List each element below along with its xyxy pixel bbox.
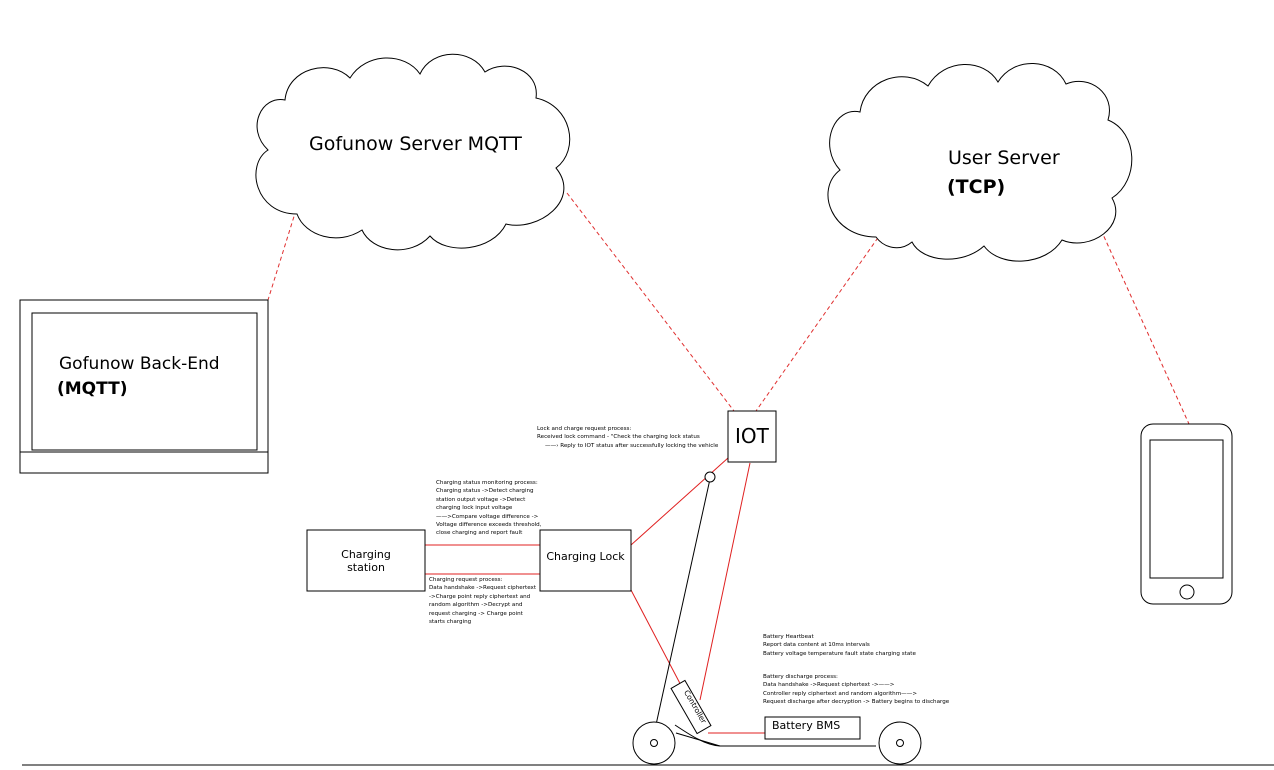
charging-lock-box [539, 529, 632, 592]
scooter-rear-hub [896, 739, 904, 747]
cloud-gofunow-server [255, 53, 571, 251]
charging-lock-label: Charging Lock [546, 550, 625, 563]
note-lock-request-line: ——› Reply to IOT status after successful… [545, 442, 719, 449]
note-battery-discharge-line: Controller reply ciphertext and random a… [763, 690, 918, 697]
charging-station-label: Charging station [307, 548, 425, 574]
note-battery-heartbeat: Battery Heartbeat Report data content at… [763, 633, 916, 658]
phone-device [1140, 423, 1233, 605]
note-battery-discharge-line: Request discharge after decryption -> Ba… [763, 699, 950, 706]
note-battery-discharge-line: Data handshake ->Request ciphertext ->——… [763, 682, 895, 689]
laptop-screen [31, 312, 258, 451]
cloud-user-server [827, 63, 1133, 262]
scooter-stem [651, 478, 711, 744]
controller-box [670, 679, 712, 735]
iot-label: IOT [735, 424, 769, 448]
note-charging-monitor-line: ——>Compare voltage difference -> [436, 513, 539, 520]
note-charging-monitor-title: Charging status monitoring process: [436, 480, 538, 486]
phone-home-button [1179, 584, 1195, 600]
note-battery-heartbeat-line: Battery voltage temperature fault state … [763, 650, 916, 657]
charging-station-label-line1: Charging [341, 548, 391, 561]
note-charging-request-title: Charging request process: [429, 577, 503, 583]
note-battery-heartbeat-title: Battery Heartbeat [763, 634, 814, 640]
note-charging-monitor-line: Voltage difference exceeds threshold, [436, 522, 542, 529]
wire-lock-iot [630, 457, 729, 546]
charging-station-box [306, 529, 426, 592]
note-charging-request: Charging request process: Data handshake… [429, 576, 536, 626]
note-charging-request-line: starts charging [429, 619, 472, 626]
iot-box [727, 410, 777, 463]
phone-screen [1149, 439, 1224, 579]
link-gofunow-backend [267, 209, 297, 301]
scooter-front-hub [650, 739, 658, 747]
note-charging-monitor-line: close charging and report fault [436, 530, 523, 537]
scooter [632, 471, 922, 765]
scooter-handlebar [704, 471, 716, 483]
user-server-label: User Server [948, 147, 1060, 169]
backend-protocol: (MQTT) [57, 379, 128, 399]
note-charging-request-line: Data handshake ->Request ciphertext [429, 585, 537, 592]
note-battery-heartbeat-line: Report data content at 10ms intervals [763, 642, 870, 649]
note-battery-discharge: Battery discharge process: Data handshak… [763, 673, 949, 707]
scooter-deck-bottom [675, 732, 721, 747]
note-lock-request: Lock and charge request process: Receive… [537, 425, 718, 450]
note-charging-monitor-line: Charging status ->Detect charging [436, 488, 534, 495]
note-battery-discharge-title: Battery discharge process: [763, 674, 838, 680]
note-charging-monitor-line: station output voltage ->Detect [436, 496, 526, 503]
gofunow-server-label: Gofunow Server MQTT [309, 133, 522, 155]
network-links [267, 192, 1190, 425]
backend-label: Gofunow Back-End [59, 354, 220, 374]
backend-laptop [19, 299, 269, 474]
note-charging-monitor-line: charging lock input voltage [436, 505, 513, 512]
note-charging-request-line: random algorithm ->Decrypt and [429, 602, 523, 609]
charging-station-label-line2: station [347, 560, 385, 574]
wire-iot-controller [699, 462, 751, 701]
user-server-protocol: (TCP) [947, 176, 1006, 198]
wire-lock-controller [630, 589, 686, 694]
link-userserver-phone [1100, 229, 1190, 425]
battery-bms-label: Battery BMS [772, 719, 841, 732]
battery-bms-box [764, 716, 861, 740]
note-charging-request-line: ->Charge point reply ciphertext and [429, 593, 531, 600]
link-gofunow-iot [566, 192, 735, 412]
note-charging-request-line: request charging -> Charge point [429, 610, 523, 617]
note-charging-monitor: Charging status monitoring process: Char… [436, 479, 542, 538]
note-lock-request-line: Received lock command - "Check the charg… [537, 434, 700, 441]
link-userserver-iot [755, 231, 883, 412]
note-lock-request-title: Lock and charge request process: [537, 426, 632, 432]
